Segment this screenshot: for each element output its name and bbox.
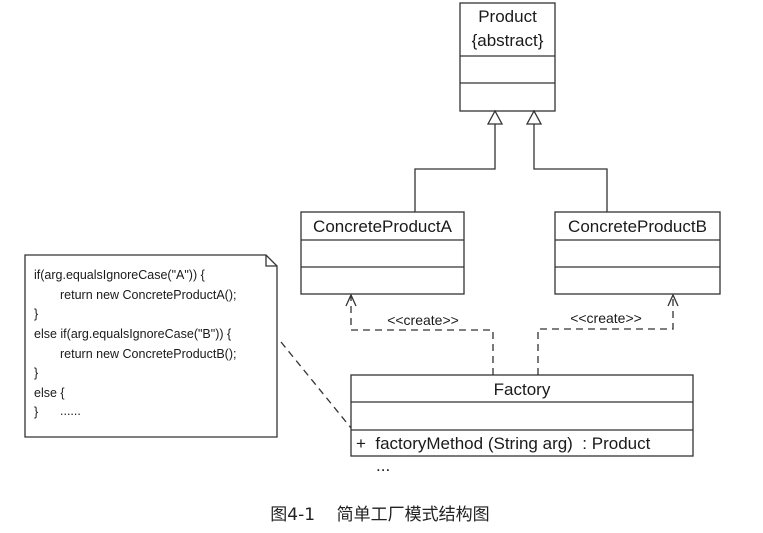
class-concrete-product-b: ConcreteProductB xyxy=(554,211,721,295)
generalization-b xyxy=(525,109,608,212)
inheritance-arrow-b-icon xyxy=(525,109,543,125)
class-factory: Factory + factoryMethod (String arg) : P… xyxy=(350,374,694,475)
generalization-line-b xyxy=(533,124,608,212)
note-line-3: } xyxy=(34,307,38,321)
product-box xyxy=(459,2,556,112)
product-modifier: {abstract} xyxy=(472,31,544,50)
open-arrow-a-icon xyxy=(345,293,357,307)
factory-name: Factory xyxy=(494,380,551,399)
class-product: Product {abstract} xyxy=(459,2,556,112)
dependency-line-a xyxy=(350,296,494,375)
note-line-5: return new ConcreteProductB(); xyxy=(60,347,236,361)
class-concrete-product-a: ConcreteProductA xyxy=(300,211,465,295)
factory-method: + factoryMethod (String arg) : Product xyxy=(356,434,651,453)
note-line-7: else { xyxy=(34,386,65,400)
note-box xyxy=(24,254,278,438)
factory-ellipsis: ... xyxy=(376,456,390,475)
note-line-4: else if(arg.equalsIgnoreCase("B")) { xyxy=(34,327,231,341)
note-line-9: } xyxy=(34,405,38,419)
note-fold-icon xyxy=(265,255,277,267)
note-line-8: ...... xyxy=(60,404,81,418)
dependency-create-b: <<create>> xyxy=(537,293,679,375)
note-anchor-line xyxy=(280,341,352,429)
note-line-1: if(arg.equalsIgnoreCase("A")) { xyxy=(34,268,205,282)
note-line-2: return new ConcreteProductA(); xyxy=(60,288,236,302)
create-label-a: <<create>> xyxy=(387,312,459,328)
concrete-a-name: ConcreteProductA xyxy=(313,217,453,236)
note: if(arg.equalsIgnoreCase("A")) { return n… xyxy=(24,254,352,438)
concrete-b-box xyxy=(554,211,721,295)
figure-caption: 图4-1 简单工厂模式结构图 xyxy=(270,505,489,525)
generalization-line-a xyxy=(414,124,496,212)
concrete-a-box xyxy=(300,211,465,295)
dependency-create-a: <<create>> xyxy=(345,293,494,375)
inheritance-arrow-a-icon xyxy=(486,109,504,125)
generalization-a xyxy=(414,109,504,212)
note-line-6: } xyxy=(34,366,38,380)
concrete-b-name: ConcreteProductB xyxy=(568,217,707,236)
open-arrow-b-icon xyxy=(667,293,679,307)
create-label-b: <<create>> xyxy=(570,310,642,326)
product-name: Product xyxy=(478,7,537,26)
dependency-line-b xyxy=(537,296,674,375)
factory-box xyxy=(350,374,694,457)
